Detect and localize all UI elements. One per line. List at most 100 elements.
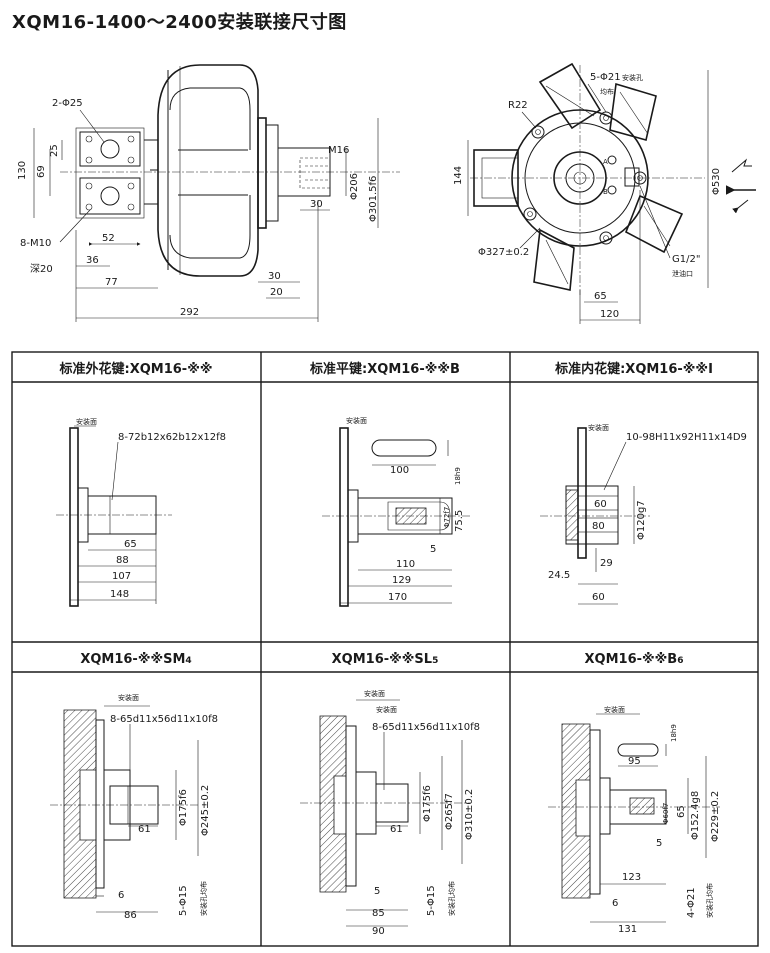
rotation-arrows-icon xyxy=(726,158,756,214)
cylinder-arms xyxy=(473,62,684,291)
label-r22: R22 xyxy=(508,100,528,111)
label-spline-spec: 8-65d11x56d11x10f8 xyxy=(110,714,218,725)
label-holes: 5-Φ15 xyxy=(178,885,189,916)
panel-ext-spline: 安装面 8-72b12x62b12x12f8 65 88 107 148 xyxy=(56,417,226,607)
panel-title-sm4: XQM16-※※SM4 xyxy=(80,652,191,667)
panel-title-b6: XQM16-※※B6 xyxy=(585,652,684,667)
panel-title-ext-spline: 标准外花键:XQM16-※※ xyxy=(59,361,213,377)
dim-90: 90 xyxy=(372,926,385,937)
label-install-face: 安装面 xyxy=(346,416,367,425)
dim-phi175: Φ175f6 xyxy=(422,785,433,822)
dim-131: 131 xyxy=(618,924,637,935)
label-install-face: 安装面 xyxy=(76,417,97,426)
dim-110: 110 xyxy=(396,559,415,570)
dim-20: 20 xyxy=(270,287,283,298)
dim-123: 123 xyxy=(622,872,641,883)
dim-60a: 60 xyxy=(594,499,607,510)
dim-75.5: 75.5 xyxy=(454,510,465,532)
label-holes: 4-Φ21 xyxy=(686,887,697,918)
dim-52: 52 xyxy=(102,233,115,244)
label-m16: M16 xyxy=(328,145,349,156)
label-install-face: 安装面 xyxy=(588,423,609,432)
dim-69: 69 xyxy=(36,165,47,178)
dim-129: 129 xyxy=(392,575,411,586)
dim-phi310: Φ310±0.2 xyxy=(464,789,475,840)
dim-65: 65 xyxy=(594,291,607,302)
dim-30b: 30 xyxy=(268,271,281,282)
label-2-phi25: 2-Φ25 xyxy=(52,98,83,109)
dim-phi327: Φ327±0.2 xyxy=(478,247,529,258)
panel-flat-key: 100 18h9 安装面 Φ72f7 75.5 5 110 129 170 xyxy=(322,416,470,607)
label-install-face-2: 安装面 xyxy=(376,705,397,714)
key-outline xyxy=(617,743,659,757)
label-mount-hole: 安装孔 xyxy=(622,73,643,82)
dim-107: 107 xyxy=(112,571,131,582)
housing-outline xyxy=(511,109,649,247)
dim-6: 6 xyxy=(612,898,618,909)
panel-sm4: 安装面 8-65d11x56d11x10f8 Φ175f6 Φ245±0.2 6… xyxy=(50,693,218,921)
main-dimensions: 130 69 25 2-Φ25 8-M10 深20 52 36 77 292 3… xyxy=(17,98,379,322)
label-int-spline-spec: 10-98H11x92H11x14D9 xyxy=(626,432,747,443)
dim-5: 5 xyxy=(430,544,436,555)
dim-18h9: 18h9 xyxy=(454,467,462,485)
dim-phi245: Φ245±0.2 xyxy=(200,785,211,836)
dim-phi301: Φ301.5f6 xyxy=(368,176,379,222)
port-b-label: B xyxy=(603,188,608,196)
dim-25: 25 xyxy=(49,144,60,157)
dim-65: 65 xyxy=(676,805,687,818)
side-view: A B 5-Φ21 安装孔 均布 R22 144 Φ327±0.2 G1/2" … xyxy=(453,62,756,324)
dim-29: 29 xyxy=(600,558,613,569)
dim-30a: 30 xyxy=(310,199,323,210)
dim-phi229: Φ229±0.2 xyxy=(710,791,721,842)
dim-61: 61 xyxy=(390,824,403,835)
label-install-face: 安装面 xyxy=(364,689,385,698)
label-even: 均布 xyxy=(600,87,614,96)
dim-phi152: Φ152.4g8 xyxy=(690,791,701,840)
dim-phi120: Φ120g7 xyxy=(636,500,647,540)
panel-sl5: 安装面 安装面 8-65d11x56d11x10f8 Φ175f6 Φ265f7… xyxy=(300,689,480,937)
main-front-view: 130 69 25 2-Φ25 8-M10 深20 52 36 77 292 3… xyxy=(17,64,400,322)
dim-65: 65 xyxy=(124,539,137,550)
label-install-face: 安装面 xyxy=(604,705,625,714)
dim-60b: 60 xyxy=(592,592,605,603)
valve-block xyxy=(60,127,400,219)
label-depth-20: 深20 xyxy=(30,263,53,275)
dim-5: 5 xyxy=(374,886,380,897)
dim-120: 120 xyxy=(600,309,619,320)
label-spline-spec: 8-72b12x62b12x12f8 xyxy=(118,432,226,443)
dim-80: 80 xyxy=(592,521,605,532)
dim-phi175: Φ175f6 xyxy=(178,789,189,826)
label-holes-sub: 安装孔均布 xyxy=(447,881,456,916)
port-hole xyxy=(100,186,120,206)
label-5-phi21: 5-Φ21 xyxy=(590,72,621,83)
panel-title-sl5: XQM16-※※SL5 xyxy=(332,652,439,667)
motor-housing xyxy=(150,64,331,277)
dim-5: 5 xyxy=(656,838,662,849)
page-title: XQM16-1400～2400安装联接尺寸图 xyxy=(12,12,347,33)
dim-24.5: 24.5 xyxy=(548,570,570,581)
label-holes-sub: 安装孔均布 xyxy=(705,883,714,918)
key-outline xyxy=(371,439,437,457)
dim-18h9: 18h9 xyxy=(670,724,678,742)
dim-phi530: Φ530 xyxy=(711,168,722,195)
panel-b6: 95 18h9 安装面 Φ60f7 65 Φ152.4g8 Φ229±0.2 5… xyxy=(548,705,721,935)
label-spline-spec: 8-65d11x56d11x10f8 xyxy=(372,722,480,733)
dim-88: 88 xyxy=(116,555,129,566)
dim-key-100: 100 xyxy=(390,465,409,476)
dim-phi60: Φ60f7 xyxy=(662,803,670,824)
dim-61: 61 xyxy=(138,824,151,835)
dim-77: 77 xyxy=(105,277,118,288)
label-holes-sub: 安装孔均布 xyxy=(199,881,208,916)
dim-86: 86 xyxy=(124,910,137,921)
label-8-m10: 8-M10 xyxy=(20,238,51,249)
dim-85: 85 xyxy=(372,908,385,919)
port-a-label: A xyxy=(603,158,608,166)
mounting-holes xyxy=(523,111,647,245)
port-hole xyxy=(100,139,120,159)
dim-phi265: Φ265f7 xyxy=(444,793,455,830)
variants-grid xyxy=(11,351,759,947)
label-g12: G1/2" xyxy=(672,254,700,265)
dim-292: 292 xyxy=(180,307,199,318)
panel-int-spline: 安装面 10-98H11x92H11x14D9 60 80 Φ120g7 29 … xyxy=(540,423,747,605)
